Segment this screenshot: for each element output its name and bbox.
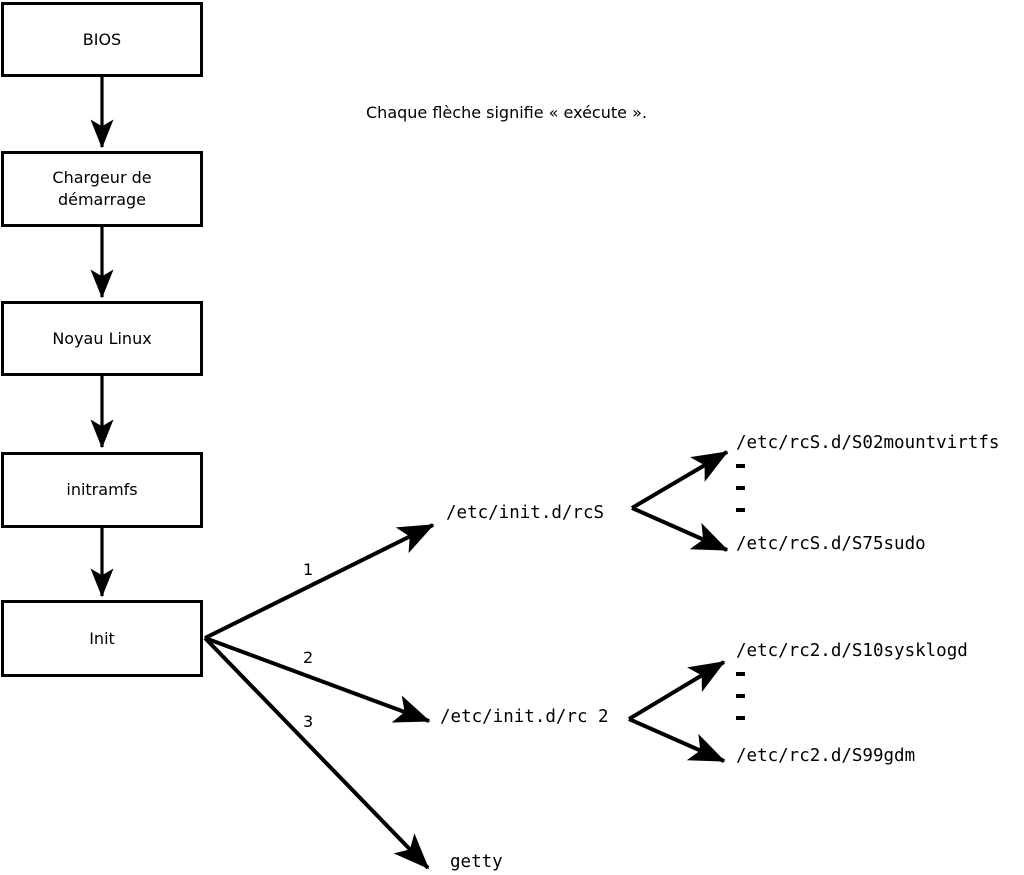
ellipsis-dot [736, 464, 745, 468]
node-rc2-last-script[interactable]: /etc/rc2.d/S99gdm [736, 746, 916, 766]
arrow-rc2-to-first-script [627, 660, 726, 721]
arrow-init-to-getty [203, 636, 430, 870]
node-kernel[interactable]: Noyau Linux [1, 301, 203, 376]
ellipsis-dot [736, 486, 745, 490]
branch-number-3: 3 [303, 712, 314, 731]
arrow-init-to-rcs [204, 523, 435, 640]
node-rcs-script[interactable]: /etc/init.d/rcS [446, 503, 605, 523]
node-rc2-script[interactable]: /etc/init.d/rc 2 [440, 707, 609, 727]
node-rcs-first-script[interactable]: /etc/rcS.d/S02mountvirtfs [736, 433, 1000, 453]
legend-note: Chaque flèche signifie « exécute ». [366, 103, 647, 122]
ellipsis-dot [736, 672, 745, 676]
node-rc2-first-script[interactable]: /etc/rc2.d/S10sysklogd [736, 641, 968, 661]
node-rcs-last-script[interactable]: /etc/rcS.d/S75sudo [736, 534, 926, 554]
arrow-rc2-to-last-script [628, 717, 726, 763]
node-bios[interactable]: BIOS [1, 2, 203, 77]
node-initramfs[interactable]: initramfs [1, 452, 203, 528]
rc2-ellipsis [736, 672, 750, 738]
ellipsis-dot [736, 508, 745, 512]
ellipsis-dot [736, 716, 745, 720]
arrow-rcs-to-last-script [631, 506, 729, 552]
ellipsis-dot [736, 694, 745, 698]
node-getty[interactable]: getty [450, 852, 503, 872]
node-bootloader[interactable]: Chargeur de démarrage [1, 151, 203, 227]
arrow-rcs-to-first-script [630, 450, 729, 510]
branch-number-1: 1 [303, 560, 314, 579]
node-init[interactable]: Init [1, 600, 203, 677]
rcs-ellipsis [736, 464, 750, 530]
arrow-init-to-rc2 [204, 636, 431, 723]
branch-number-2: 2 [303, 648, 314, 667]
